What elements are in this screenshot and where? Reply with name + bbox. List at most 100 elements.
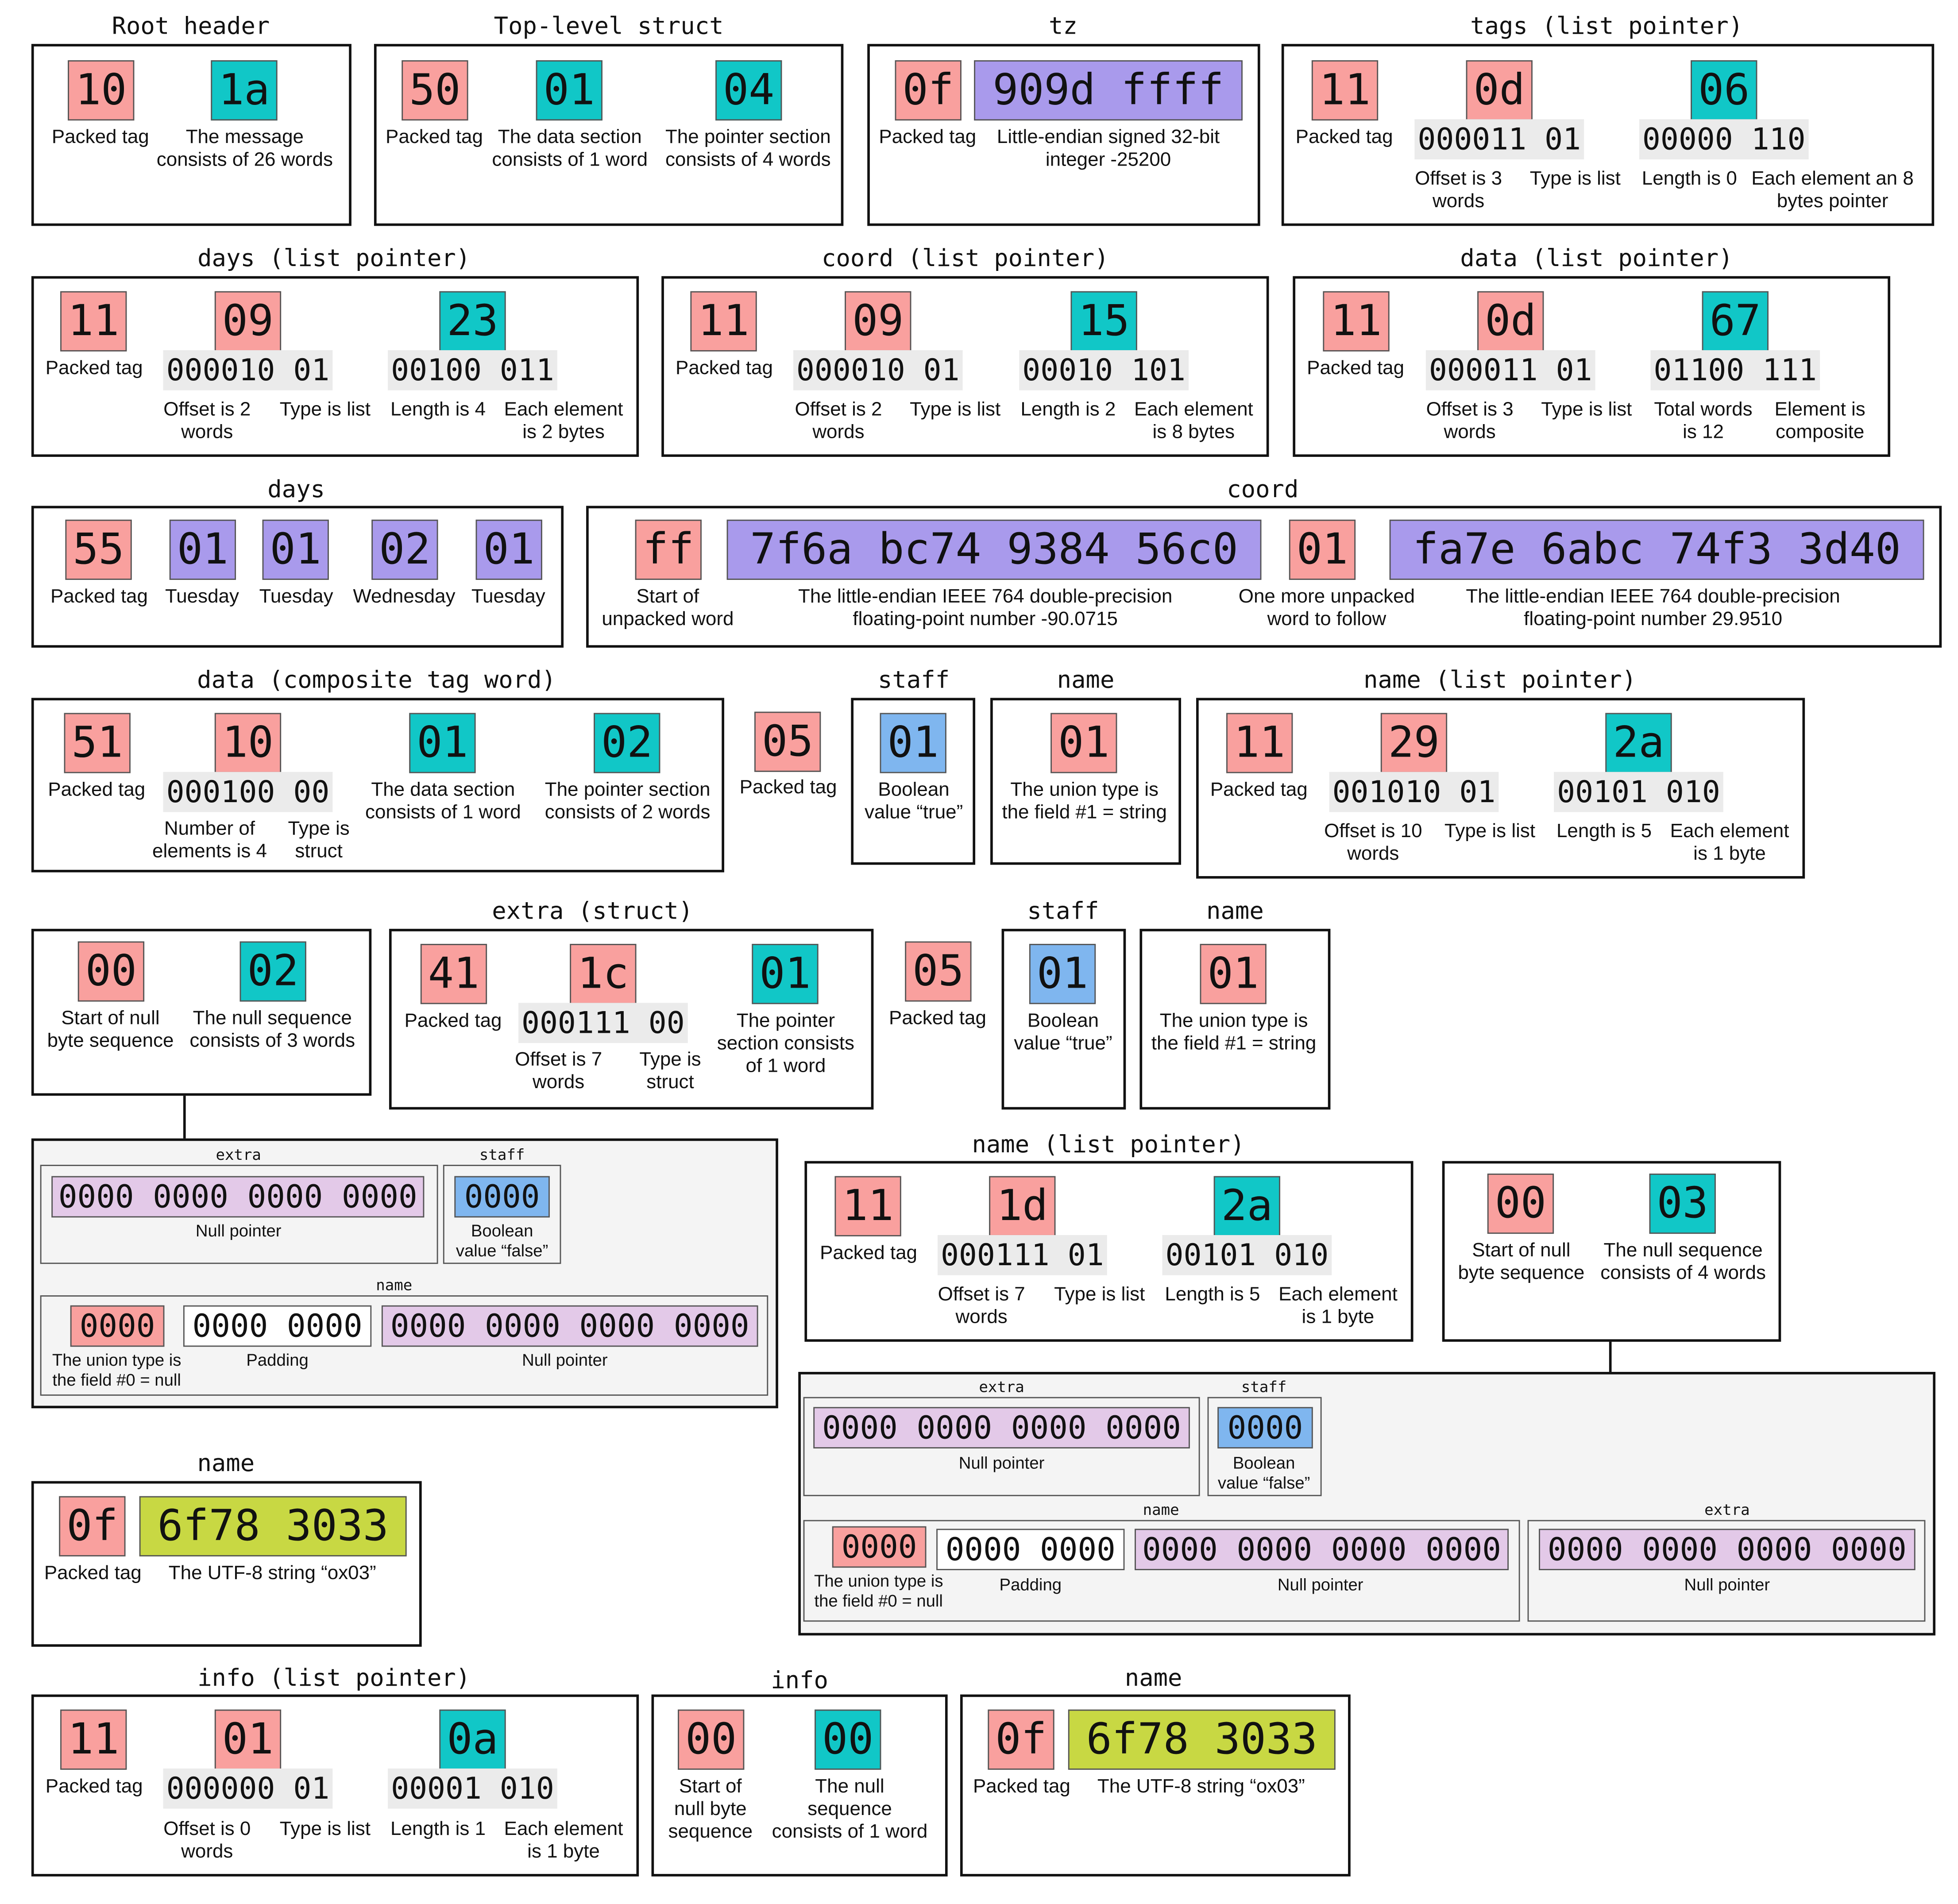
data-tag-ptr-byte: 02 <box>594 713 660 773</box>
name-string-2-value: 6f78 3033 <box>1068 1709 1336 1770</box>
info-ptr-tag-byte: 11 <box>60 1709 127 1770</box>
null-seq-1-count-byte: 02 <box>239 941 306 1002</box>
data-tag-title: data (composite tag word) <box>197 666 556 694</box>
coord-ptr-offset-byte: 09 <box>845 291 911 351</box>
extra-ptr-byte: 01 <box>752 944 819 1004</box>
nulls1-pointer-value: 0000 0000 0000 0000 <box>381 1305 758 1347</box>
data-tag-count-label: Number of elements is 4 <box>152 818 267 862</box>
connector-line-2 <box>1609 1341 1612 1372</box>
name-ptr-1-tag-byte: 11 <box>1226 713 1293 773</box>
data-ptr-binary-1: 000011 01 <box>1425 350 1595 390</box>
name-string-1-label: The UTF-8 string “ox03” <box>168 1562 376 1584</box>
tags-ptr-tag-byte: 11 <box>1311 60 1379 121</box>
extra-tag-byte: 41 <box>420 944 487 1004</box>
nulls1-padding-label: Padding <box>246 1350 309 1370</box>
name-string-1-tag-byte: 0f <box>59 1496 126 1556</box>
coord-ptr-length-label: Length is 2 <box>1020 399 1116 421</box>
nulls2-extra2-label: Null pointer <box>1684 1575 1770 1594</box>
days-ptr-length-byte: 23 <box>439 291 506 351</box>
info-start-byte: 00 <box>678 1709 745 1770</box>
root-header-title: Root header <box>112 12 270 40</box>
days-ptr-tag-byte: 11 <box>60 291 127 351</box>
data-ptr-tag-label: Packed tag <box>1307 358 1405 379</box>
name-string-2-label: The UTF-8 string “ox03” <box>1097 1776 1305 1798</box>
tz-tag-label: Packed tag <box>879 127 977 148</box>
nulls1-staff-value: 0000 <box>454 1176 550 1218</box>
staff-value-1: 01 <box>880 713 946 773</box>
days-ptr-binary-2: 00100 011 <box>388 350 557 390</box>
nulls2-padding-value: 0000 0000 <box>936 1529 1125 1570</box>
data-ptr-element-label: Element is composite <box>1774 399 1865 443</box>
nulls1-pointer-label: Null pointer <box>522 1350 608 1370</box>
packed-tag-label-2: Packed tag <box>889 1008 986 1029</box>
name-ptr-2-length-label: Length is 5 <box>1165 1284 1260 1305</box>
name-string-2-tag-byte: 0f <box>988 1709 1054 1770</box>
staff-label-1: Boolean value “true” <box>864 779 963 823</box>
name-ptr-1-length-byte: 2a <box>1605 713 1672 773</box>
root-tag-byte: 10 <box>68 60 135 121</box>
tags-ptr-offset-byte: 0d <box>1466 60 1533 121</box>
name-string-title-2: name <box>1124 1664 1182 1692</box>
data-tag-count-byte: 10 <box>214 713 282 773</box>
connector-line-1 <box>183 1096 186 1139</box>
top-ptr-label: The pointer section consists of 4 words <box>665 127 831 171</box>
days-value-3: 02 <box>371 519 438 580</box>
null-seq-2-start-label: Start of null byte sequence <box>1458 1240 1585 1284</box>
days-value-4: 01 <box>475 519 542 580</box>
staff-title-2: staff <box>1027 897 1099 925</box>
name-ptr-1-element-label: Each element is 1 byte <box>1670 821 1789 865</box>
tz-value-label: Little-endian signed 32-bit integer -252… <box>996 127 1220 171</box>
tags-ptr-binary-1: 000011 01 <box>1414 119 1584 160</box>
tags-ptr-binary-2: 00000 110 <box>1639 119 1809 160</box>
name-ptr-1-length-label: Length is 5 <box>1556 821 1652 842</box>
staff-value-2: 01 <box>1029 944 1096 1004</box>
info-ptr-offset-label: Offset is 0 words <box>163 1819 251 1863</box>
top-struct-title: Top-level struct <box>494 12 724 40</box>
tags-ptr-element-label: Each element an 8 bytes pointer <box>1751 168 1914 212</box>
data-tag-data-label: The data section consists of 1 word <box>365 779 521 823</box>
tz-tag-byte: 0f <box>895 60 962 121</box>
data-tag-binary: 000100 00 <box>163 772 333 812</box>
info-start-label: Start of null byte sequence <box>668 1776 753 1843</box>
nulls1-extra-value: 0000 0000 0000 0000 <box>51 1176 425 1218</box>
name-string-1-tag-label: Packed tag <box>44 1562 142 1584</box>
name-union-title-2: name <box>1206 897 1264 925</box>
root-tag-label: Packed tag <box>51 127 149 148</box>
name-ptr-1-type-label: Type is list <box>1444 821 1536 842</box>
null-seq-1-start-label: Start of null byte sequence <box>47 1008 174 1052</box>
data-ptr-words-label: Total words is 12 <box>1654 399 1753 443</box>
days-label-3: Wednesday <box>353 586 456 608</box>
nulls2-union-label: The union type is the field #0 = null <box>814 1571 943 1610</box>
info-ptr-element-label: Each element is 1 byte <box>504 1819 623 1863</box>
nulls2-pointer-value: 0000 0000 0000 0000 <box>1135 1529 1509 1570</box>
top-data-label: The data section consists of 1 word <box>492 127 648 171</box>
data-ptr-binary-2: 01100 111 <box>1650 350 1820 390</box>
name-ptr-1-offset-label: Offset is 10 words <box>1324 821 1422 865</box>
nulls1-union-value: 0000 <box>70 1305 165 1347</box>
nulls1-staff-label: Boolean value “false” <box>456 1221 548 1260</box>
root-count-label: The message consists of 26 words <box>156 127 333 171</box>
name-ptr-1-tag-label: Packed tag <box>1210 779 1308 801</box>
tags-ptr-tag-label: Packed tag <box>1295 127 1393 148</box>
extra-title: extra (struct) <box>492 897 693 925</box>
nulls2-union-value: 0000 <box>832 1526 927 1568</box>
coord-ptr-tag-byte: 11 <box>690 291 757 351</box>
info-ptr-tag-label: Packed tag <box>45 1776 143 1798</box>
nulls2-extra-label: Null pointer <box>958 1453 1045 1472</box>
null-seq-1-start-byte: 00 <box>77 941 145 1002</box>
data-tag-tag-label: Packed tag <box>48 779 146 801</box>
nulls2-staff-title: staff <box>1241 1378 1287 1396</box>
info-ptr-length-byte: 0a <box>439 1709 506 1770</box>
tags-ptr-length-byte: 06 <box>1691 60 1757 121</box>
days-title: days <box>267 475 325 503</box>
data-ptr-tag-byte: 11 <box>1323 291 1390 351</box>
coord-start-byte: ff <box>635 519 702 580</box>
nulls2-name-title: name <box>1143 1501 1179 1519</box>
root-count-byte: 1a <box>211 60 278 121</box>
name-string-1-value: 6f78 3033 <box>139 1496 407 1556</box>
name-string-2-tag-label: Packed tag <box>973 1776 1070 1798</box>
name-ptr-2-offset-label: Offset is 7 words <box>938 1284 1025 1328</box>
coord-float-2: fa7e 6abc 74f3 3d40 <box>1389 519 1924 580</box>
extra-tag-label: Packed tag <box>404 1010 502 1032</box>
null-seq-2-start-byte: 00 <box>1487 1174 1554 1234</box>
